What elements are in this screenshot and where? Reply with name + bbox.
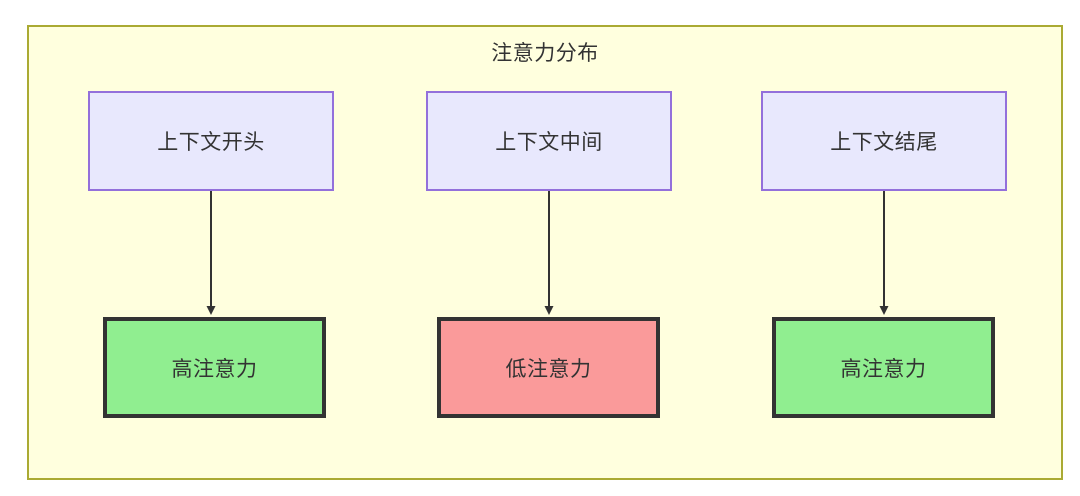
node-context-middle[interactable]: 上下文中间 — [426, 91, 672, 191]
node-low-attention-middle[interactable]: 低注意力 — [437, 317, 660, 418]
node-high-attention-start[interactable]: 高注意力 — [103, 317, 326, 418]
node-high-attention-end[interactable]: 高注意力 — [772, 317, 995, 418]
node-context-start[interactable]: 上下文开头 — [88, 91, 334, 191]
subgraph-title: 注意力分布 — [491, 42, 599, 65]
node-context-end[interactable]: 上下文结尾 — [761, 91, 1007, 191]
